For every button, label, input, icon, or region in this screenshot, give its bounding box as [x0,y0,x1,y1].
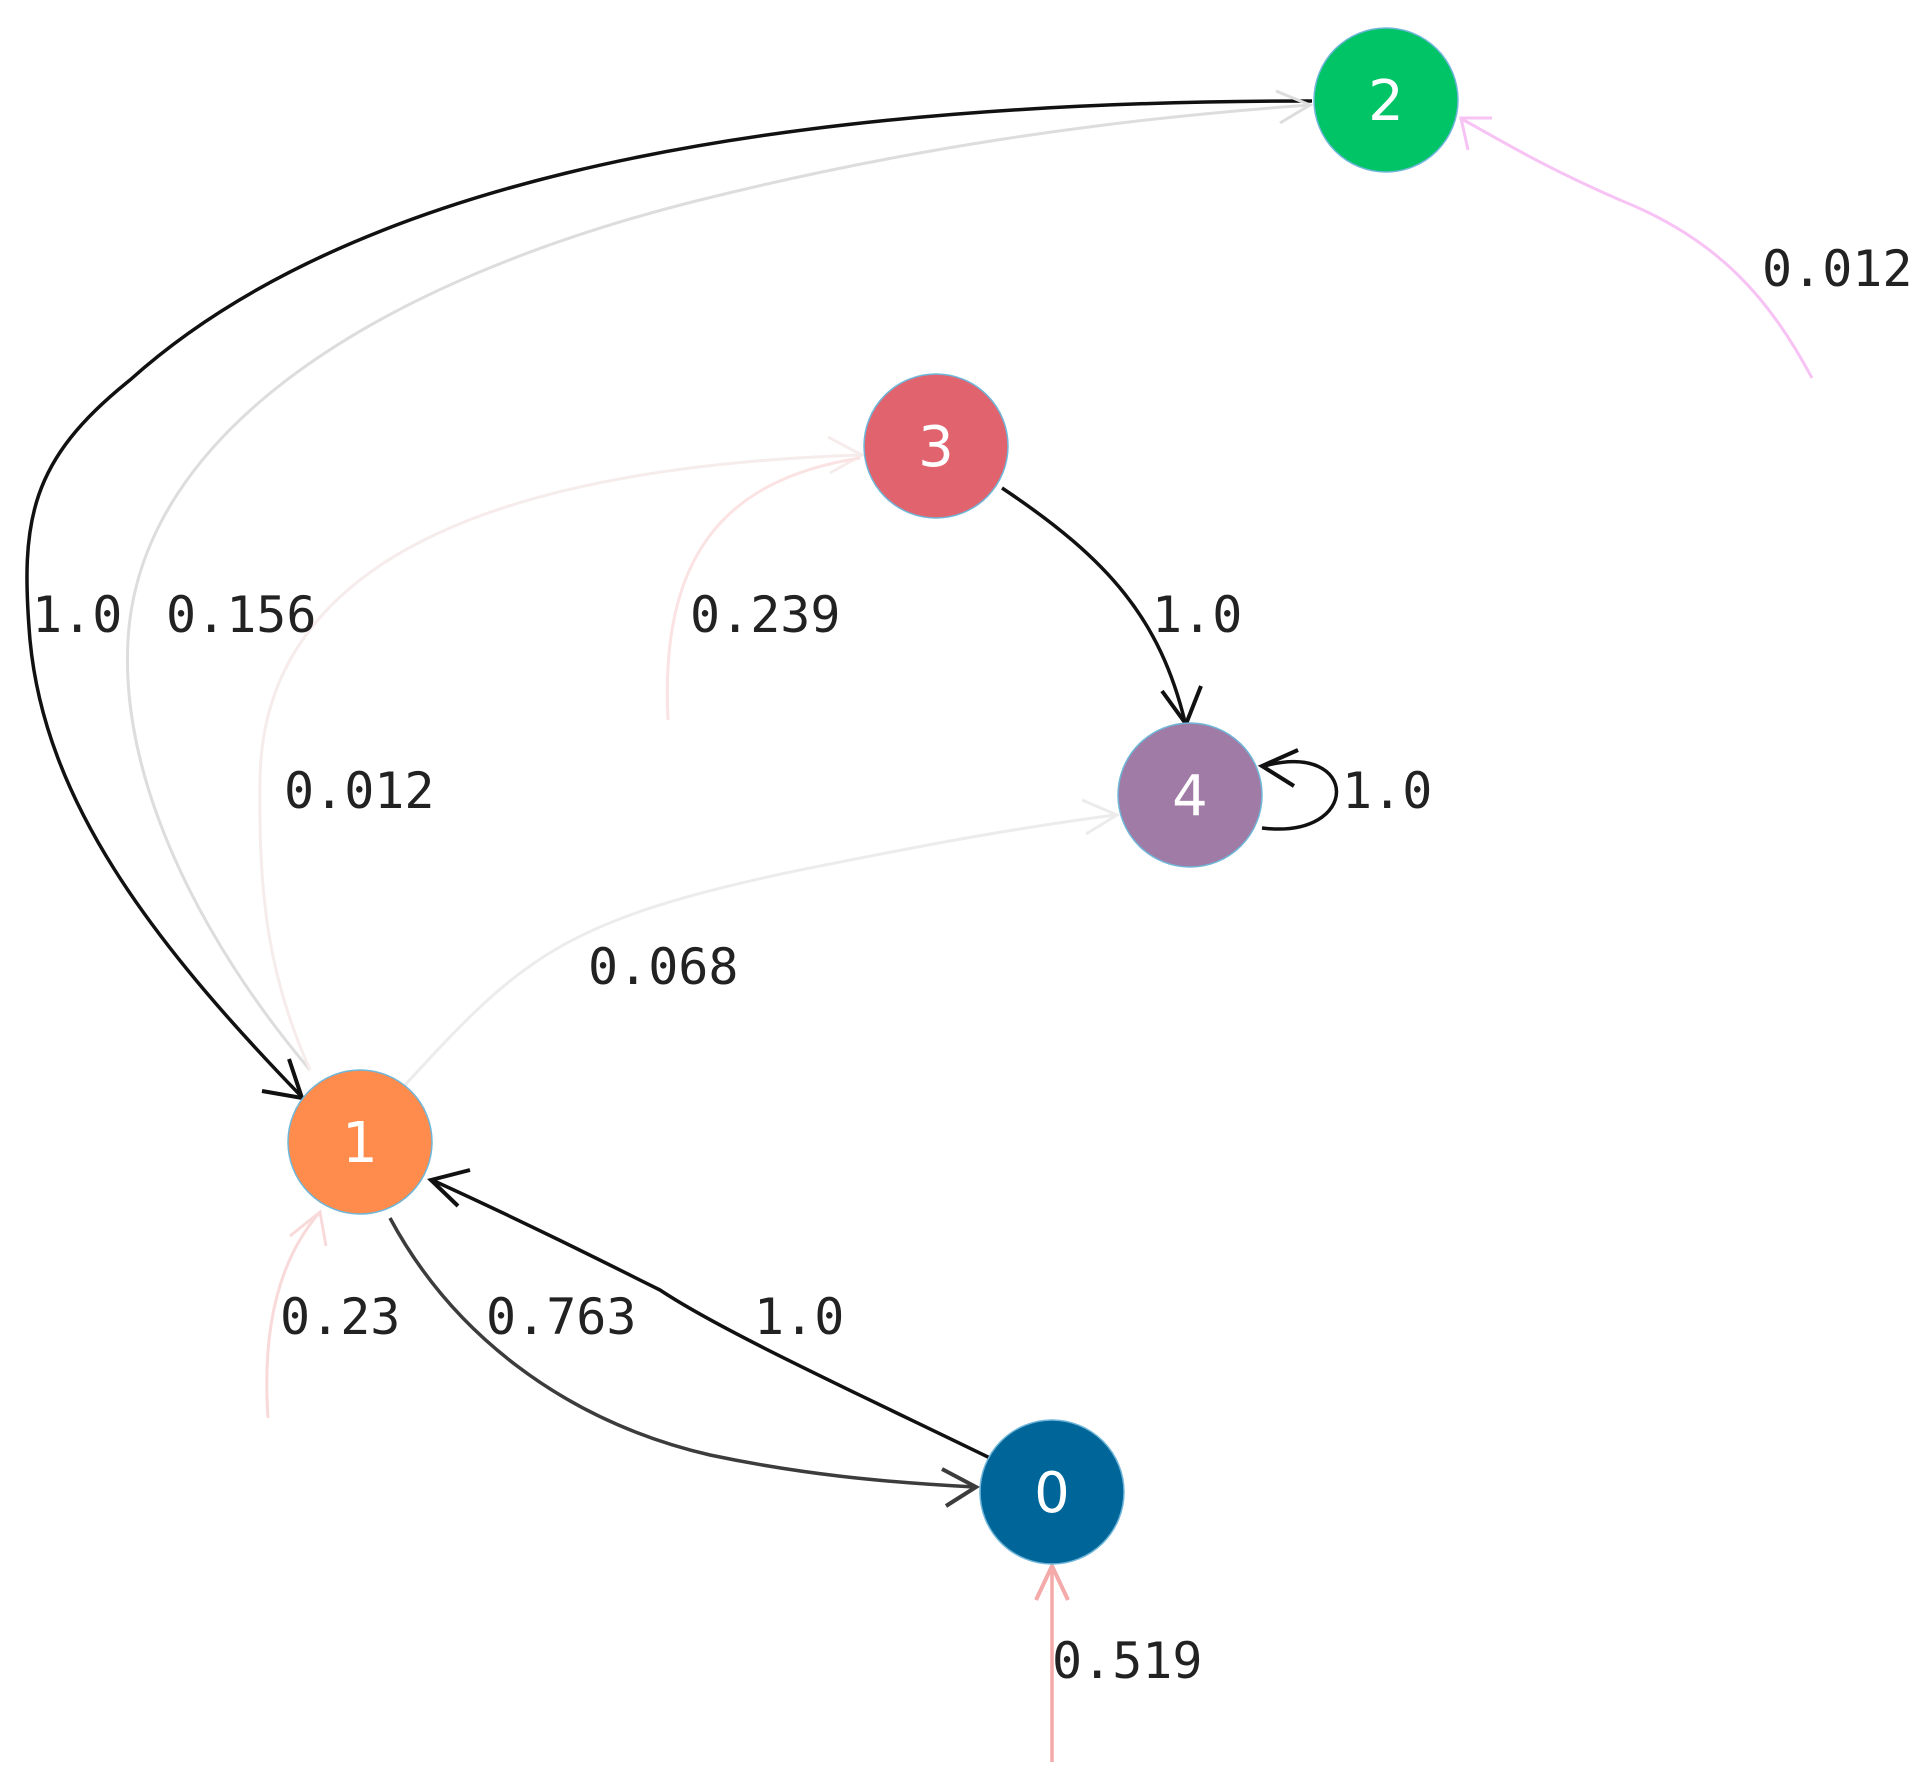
edges-layer [25,89,1814,1762]
edge-label-3-to-4: 1.0 [1152,586,1242,644]
edge-label-0-to-1: 1.0 [754,1288,844,1346]
edge-start-to-1 [265,1211,322,1419]
edge-label-1-to-0: 0.763 [486,1288,637,1346]
node-2-label: 2 [1368,69,1404,134]
edge-label-start-to-1: 0.23 [280,1288,400,1346]
node-0-label: 0 [1034,1461,1070,1526]
node-3-label: 3 [918,415,954,480]
edge-start-to-2 [1459,116,1814,379]
arrowhead-1-to-2 [1275,89,1314,125]
edge-2-to-1 [25,99,1313,1097]
arrowhead-start-to-1 [289,1209,328,1247]
edge-label-2-to-1: 1.0 [32,586,122,644]
edge-label-1-to-4: 0.068 [588,938,739,996]
nodes-layer: 2 3 4 1 0 [287,27,1459,1565]
node-1-label: 1 [342,1111,378,1176]
edge-4-self-loop [1261,759,1339,831]
arrowhead-0-to-1 [427,1168,471,1208]
edge-label-4-self-loop: 1.0 [1342,762,1432,820]
edge-3-to-4 [1001,486,1187,723]
node-2[interactable]: 2 [1313,27,1459,173]
edge-1-to-2 [125,103,1311,1071]
node-4-label: 4 [1172,764,1208,829]
edge-label-start-to-3: 0.239 [690,586,841,644]
arrowhead-1-to-4 [1081,798,1121,836]
edge-labels-layer: 1.0 0.156 0.012 0.068 1.0 1.0 1.0 0.763 … [32,240,1913,1690]
arrowhead-start-to-2 [1459,116,1492,151]
arrowhead-1-to-3 [827,435,866,475]
edge-1-to-0 [388,1217,976,1489]
node-0[interactable]: 0 [979,1419,1125,1565]
edge-start-to-3 [665,456,861,721]
node-1[interactable]: 1 [287,1069,433,1215]
edge-label-1-to-2: 0.156 [166,586,317,644]
edge-label-1-to-3: 0.012 [284,762,435,820]
arrowhead-4-self-loop [1257,748,1299,788]
arrowhead-start-to-0 [1034,1561,1070,1601]
edge-label-start-to-0: 0.519 [1052,1632,1203,1690]
arrowhead-2-to-1 [261,1058,305,1101]
edge-1-to-4 [403,813,1116,1087]
node-4[interactable]: 4 [1117,722,1263,868]
node-3[interactable]: 3 [863,373,1009,519]
arrowhead-1-to-0 [941,1467,980,1508]
edge-0-to-1 [431,1178,991,1460]
edge-1-to-3 [258,453,861,1071]
edge-label-start-to-2: 0.012 [1762,240,1913,298]
